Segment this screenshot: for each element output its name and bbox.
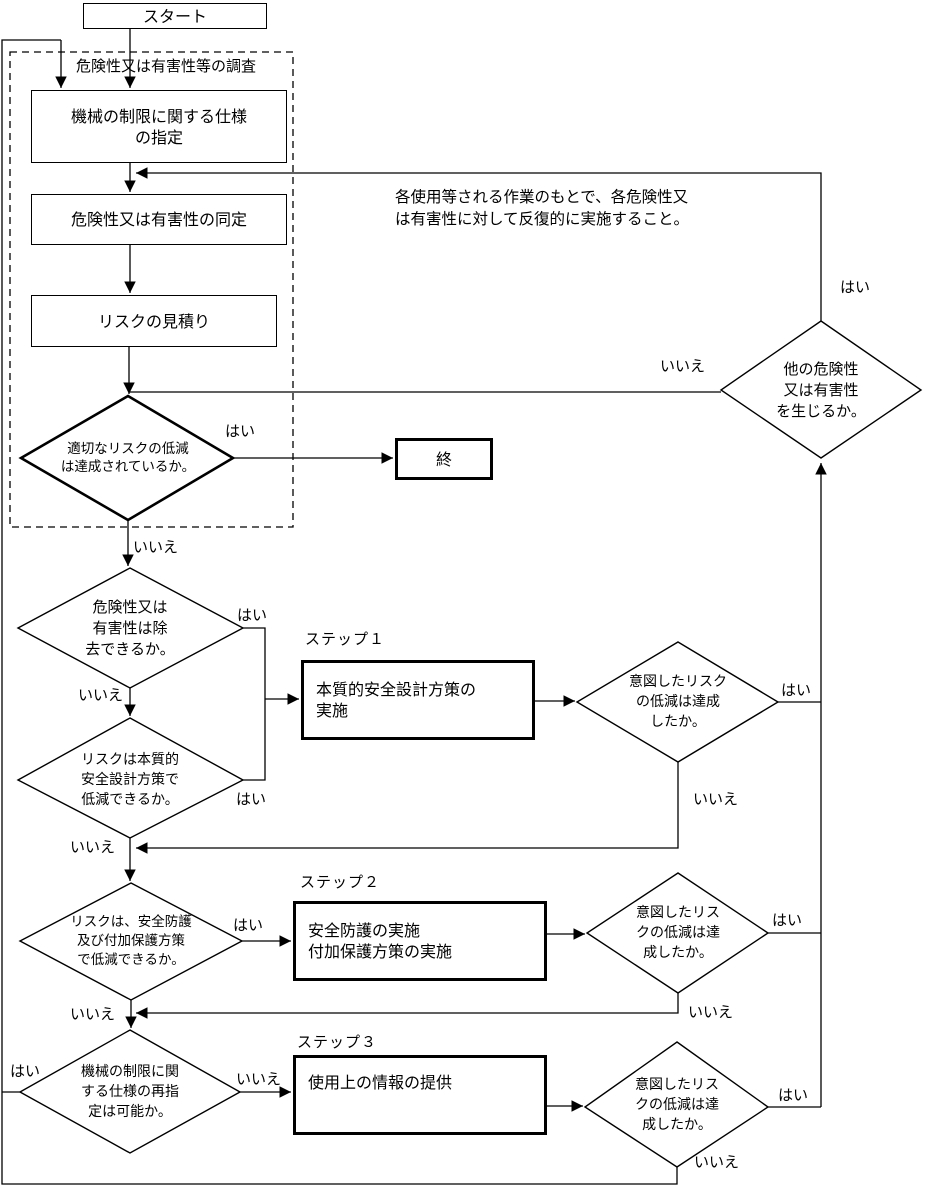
step2-title: ステップ２ xyxy=(300,873,381,891)
node-end-box: 終 xyxy=(395,438,493,480)
node-estimate-label: リスクの見積り xyxy=(97,311,210,331)
remove-diamond-shape xyxy=(16,567,245,689)
edge-label-adequate-yes: はい xyxy=(225,422,256,440)
edge-label-inherent-yes: はい xyxy=(236,790,267,808)
step1-title: ステップ１ xyxy=(305,630,386,648)
node-step3-box: 使用上の情報の提供 xyxy=(293,1055,547,1135)
edge-label-remove-yes: はい xyxy=(237,606,268,624)
node-safeguard-text: リスクは、安全防護 及び付加保護方策 で低減できるか。 xyxy=(70,914,192,968)
edge-check2-no-return xyxy=(136,993,679,1019)
node-step2-box: 安全防護の実施 付加保護方策の実施 xyxy=(293,901,547,981)
edge-otherhazard-yes-return xyxy=(136,167,822,321)
edge-remove-yes xyxy=(243,627,266,699)
check1-diamond-shape xyxy=(575,641,780,763)
edge-label-check3-yes: はい xyxy=(778,1086,809,1104)
node-check1-text: 意図したリスク の低減は達成 したか。 xyxy=(629,674,727,730)
iteration-note-line2: は有害性に対して反復的に実施すること。 xyxy=(395,210,690,228)
edge-label-check1-yes: はい xyxy=(781,681,812,699)
node-respec-text: 機械の制限に関 する仕様の再指 定は可能か。 xyxy=(81,1064,179,1120)
node-check3-text: 意図したリス クの低減は達 成したか。 xyxy=(635,1077,719,1133)
edge-left-return-trunk xyxy=(1,39,678,1185)
node-check2-text: 意図したリス クの低減は達 成したか。 xyxy=(636,905,720,961)
edge-label-inherent-no: いいえ xyxy=(70,838,116,856)
edge-label-safeguard-no: いいえ xyxy=(70,1005,116,1023)
safeguard-diamond-shape xyxy=(18,882,244,1001)
edge-label-respec-yes: はい xyxy=(10,1062,41,1080)
node-adequate-text: 適切なリスクの低減 は達成されているか。 xyxy=(60,441,196,475)
node-estimate-box: リスクの見積り xyxy=(31,295,277,347)
iteration-note-line1: 各使用等される作業のもとで、各危険性又 xyxy=(395,188,689,206)
node-start-label: スタート xyxy=(142,6,207,26)
iteration-note: 各使用等される作業のもとで、各危険性又 は有害性に対して反復的に実施すること。 xyxy=(395,186,689,230)
node-step1-box: 本質的安全設計方策の 実施 xyxy=(301,660,535,740)
adequate-diamond-shape xyxy=(18,394,236,522)
edge-inherent-yes xyxy=(243,699,266,781)
inherent-diamond-shape xyxy=(16,717,245,839)
node-other-hazard-text: 他の危険性 又は有害性 を生じるか。 xyxy=(776,360,866,420)
survey-group-outline xyxy=(9,51,294,528)
edge-label-adequate-no: いいえ xyxy=(133,538,179,556)
node-remove-text: 危険性又は 有害性は除 去できるか。 xyxy=(85,598,175,658)
node-spec-line2: の指定 xyxy=(134,127,183,147)
node-inherent-text: リスクは本質的 安全設計方策で 低減できるか。 xyxy=(81,752,179,808)
edge-label-safeguard-yes: はい xyxy=(233,916,264,934)
edge-label-remove-no: いいえ xyxy=(78,686,124,704)
respec-diamond-shape xyxy=(18,1029,242,1154)
node-spec-line1: 機械の制限に関する仕様 xyxy=(70,106,247,126)
node-identify-label: 危険性又は有害性の同定 xyxy=(70,210,247,229)
edge-label-check3-no: いいえ xyxy=(694,1153,740,1171)
survey-group-label: 危険性又は有害性等の調査 xyxy=(76,57,257,75)
edge-check1-no-return xyxy=(136,762,679,854)
node-identify-box: 危険性又は有害性の同定 xyxy=(31,194,287,245)
check2-diamond-shape xyxy=(585,872,770,994)
edge-label-check1-no: いいえ xyxy=(693,790,739,808)
step3-title: ステップ３ xyxy=(297,1033,378,1051)
node-spec-box: 機械の制限に関する仕様 の指定 xyxy=(31,90,287,163)
edge-label-check2-yes: はい xyxy=(772,911,803,929)
edge-label-respec-no: いいえ xyxy=(236,1070,282,1088)
edge-label-otherhazard-no: いいえ xyxy=(660,357,706,375)
check3-diamond-shape xyxy=(583,1041,770,1168)
edge-label-otherhazard-yes: はい xyxy=(840,278,871,296)
other-hazard-diamond-shape xyxy=(719,320,923,459)
edge-label-check2-no: いいえ xyxy=(688,1003,734,1021)
node-start-box: スタート xyxy=(83,3,267,29)
node-end-label: 終 xyxy=(435,449,452,469)
